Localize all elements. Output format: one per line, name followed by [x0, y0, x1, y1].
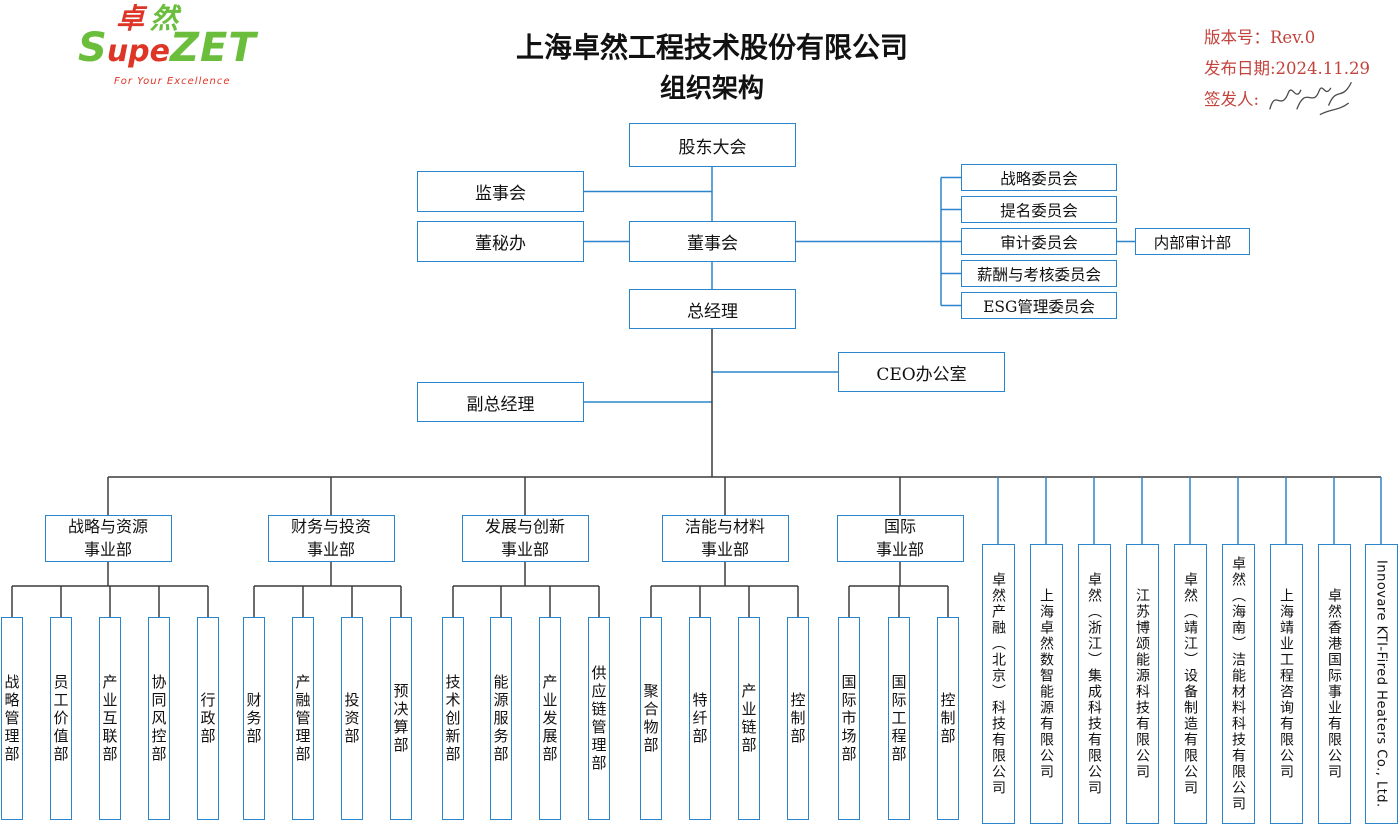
internal-audit-box: 内部审计部 — [1135, 228, 1250, 255]
shareholders-meeting-box: 股东大会 — [629, 123, 796, 167]
logo-tagline: For Your Excellence — [114, 76, 231, 87]
department-box: 供应链管理部 — [588, 617, 610, 820]
board-secretary-office-box: 董秘办 — [417, 221, 584, 262]
subsidiary-box: 江苏博颂能源科技有限公司 — [1125, 544, 1159, 824]
department-box: 产融管理部 — [292, 617, 314, 820]
department-box: 产业互联部 — [99, 617, 121, 820]
version-number: 版本号：Rev.0 — [1204, 28, 1316, 47]
department-box: 产业链部 — [738, 617, 760, 820]
department-box: 聚合物部 — [640, 617, 662, 820]
department-box: 控制部 — [787, 617, 809, 820]
division-box-label: 事业部 — [83, 539, 132, 559]
signer-label: 签发人: — [1204, 90, 1260, 109]
supervisory-board-box: 监事会 — [417, 171, 584, 212]
general-manager-box: 总经理 — [629, 289, 796, 329]
department-box: 国际市场部 — [838, 617, 860, 820]
department-box: 技术创新部 — [442, 617, 464, 820]
subsidiary-box: 上海卓然数智能源有限公司 — [1029, 544, 1063, 824]
subsidiary-box: 卓然（海南）洁能材料科技有限公司 — [1221, 544, 1255, 824]
ceo-office-box: CEO办公室 — [838, 352, 1005, 392]
subsidiary-box: 卓然（浙江）集成科技有限公司 — [1077, 544, 1111, 824]
subsidiary-box: 卓然香港国际事业有限公司 — [1317, 544, 1351, 824]
division-box-label: 财务与投资 — [290, 517, 371, 537]
division-box-label: 战略与资源 — [67, 517, 148, 537]
department-box: 行政部 — [197, 617, 219, 820]
deputy-general-manager-box: 副总经理 — [417, 382, 584, 422]
department-box: 能源服务部 — [490, 617, 512, 820]
division-box: 国际事业部 — [836, 515, 964, 562]
department-box: 控制部 — [937, 617, 959, 820]
department-box: 员工价值部 — [50, 617, 72, 820]
department-box: 协同风控部 — [148, 617, 170, 820]
department-box: 预决算部 — [390, 617, 412, 820]
committee-box: 审计委员会 — [961, 228, 1117, 255]
page-title-line2: 组织架构 — [659, 74, 765, 104]
logo-wordmark: SupeZET — [78, 25, 257, 71]
department-box: 国际工程部 — [888, 617, 910, 820]
division-box-label: 事业部 — [306, 539, 355, 559]
division-box: 战略与资源事业部 — [44, 515, 172, 562]
subsidiary-box: 上海靖业工程咨询有限公司 — [1269, 544, 1303, 824]
division-box-label: 发展与创新 — [484, 517, 565, 537]
department-box: 财务部 — [243, 617, 265, 820]
division-box: 财务与投资事业部 — [267, 515, 395, 562]
subsidiary-box: 卓然（靖江）设备制造有限公司 — [1173, 544, 1207, 824]
committee-box: ESG管理委员会 — [961, 292, 1117, 319]
division-box: 发展与创新事业部 — [461, 515, 589, 562]
company-logo: 卓然 SupeZET For Your Excellence — [78, 2, 288, 88]
division-box-label: 事业部 — [875, 539, 924, 559]
division-box-label: 事业部 — [700, 539, 749, 559]
committee-box: 提名委员会 — [961, 196, 1117, 223]
committee-box: 战略委员会 — [961, 164, 1117, 191]
subsidiary-box: 卓然产融（北京）科技有限公司 — [981, 544, 1015, 824]
department-box: 战略管理部 — [1, 617, 23, 820]
signature-scribble — [1269, 81, 1352, 115]
board-of-directors-box: 董事会 — [629, 221, 796, 262]
department-box: 特纤部 — [689, 617, 711, 820]
release-date: 发布日期:2024.11.29 — [1204, 59, 1371, 78]
signer-row: 签发人: — [1204, 81, 1370, 115]
subsidiary-box: Innovare KTI-Fired Heaters Co., Ltd. — [1364, 544, 1398, 824]
department-box: 投资部 — [341, 617, 363, 820]
version-info: 版本号：Rev.0 发布日期:2024.11.29 签发人: — [1204, 22, 1370, 115]
division-box-label: 事业部 — [500, 539, 549, 559]
department-box: 产业发展部 — [539, 617, 561, 820]
division-box-label: 洁能与材料 — [684, 517, 765, 537]
committee-box: 薪酬与考核委员会 — [961, 260, 1117, 287]
page-title-line1: 上海卓然工程技术股份有限公司 — [515, 31, 909, 64]
division-box: 洁能与材料事业部 — [661, 515, 789, 562]
division-box-label: 国际 — [883, 517, 916, 537]
logo-chinese-characters: 卓然 — [116, 2, 185, 35]
